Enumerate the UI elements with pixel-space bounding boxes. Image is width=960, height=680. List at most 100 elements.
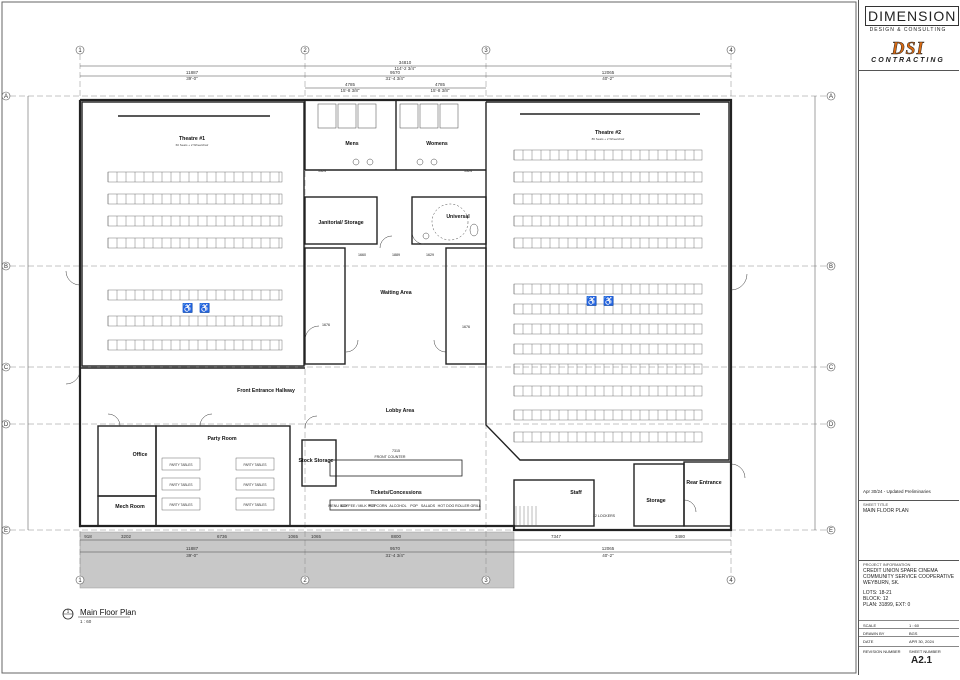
table <box>235 457 275 471</box>
concession-item: MENU BOX <box>328 504 348 508</box>
seat-row <box>107 289 283 301</box>
theatre2-capacity: 86 Seats + 2 Wheelchair <box>592 137 625 141</box>
exterior-hatch <box>79 531 515 589</box>
table <box>235 497 275 511</box>
room-label-rear-entrance: Rear Entrance <box>686 480 721 486</box>
washroom-fixtures <box>317 103 479 241</box>
grid-bubble-col-1-top <box>75 45 85 55</box>
door-swing <box>107 413 121 427</box>
party-table-label: PARTY TABLES <box>243 483 266 487</box>
date-value: APR 30, 2024 <box>909 639 934 644</box>
wheelchair-icon: ♿ <box>603 295 614 306</box>
grid-bubble-col-4-top <box>726 45 736 55</box>
concession-item: POP <box>410 504 418 508</box>
dim-bottom-3: 12065 <box>602 546 615 551</box>
toilet-stall <box>439 103 459 129</box>
concession-item: COFFEE / MILK POT <box>341 504 376 508</box>
seat-row <box>107 237 283 249</box>
wheelchair-icon: ♿ <box>182 302 193 313</box>
seat-row <box>107 215 283 227</box>
grid-bubble-col-2-top <box>300 45 310 55</box>
side-dim: 1524 <box>318 169 326 173</box>
project-info-line: PLAN: 31899, EXT: 0 <box>863 602 911 608</box>
concession-item: ROLLER GRILL <box>455 504 481 508</box>
seat-row <box>513 215 703 227</box>
table <box>161 497 201 511</box>
contractor-logo-subtext: CONTRACTING <box>871 57 945 64</box>
exterior-wall-outline <box>78 98 733 532</box>
grid-label-row-d-left: D <box>4 422 9 428</box>
dim-top-3: 12065 <box>602 70 615 75</box>
door-swing <box>65 369 81 385</box>
dim-bottom2-5: 1065 <box>311 534 322 539</box>
wall-rear-entrance <box>683 461 732 527</box>
room-label-stock: Stock Storage <box>299 458 334 464</box>
sheet-number: A2.1 <box>911 655 933 666</box>
project-info-label: PROJECT INFORMATION <box>863 562 911 567</box>
wall-mech <box>97 495 157 527</box>
grid-label-col-4-top: 4 <box>729 48 733 54</box>
seat-row <box>513 409 703 421</box>
firm-logo: DIMENSION DESIGN & CONSULTING <box>865 6 960 33</box>
room-label-party: Party Room <box>207 436 237 442</box>
grid-bubble-row-c-left <box>1 362 11 372</box>
side-dim: 1676 <box>322 323 330 327</box>
grid-bubble-row-a-left <box>1 91 11 101</box>
party-table-label: PARTY TABLES <box>243 503 266 507</box>
door-swing <box>199 413 213 427</box>
grid-label-row-a-right: A <box>829 94 833 100</box>
room-label-front-entrance: Front Entrance Hallway <box>237 388 295 394</box>
view-scale: 1 : 60 <box>80 619 92 624</box>
waiting-dim: 1660 <box>358 253 366 257</box>
project-info-line: LOTS: 18-21 <box>863 590 892 596</box>
sheet-number-label: SHEET NUMBER <box>909 649 941 654</box>
seat-row <box>107 171 283 183</box>
party-table-label: PARTY TABLES <box>243 463 266 467</box>
door-swing <box>411 231 425 245</box>
sink <box>422 232 430 240</box>
seat-row <box>107 339 283 351</box>
project-info-line: CREDIT UNION SPARE CINEMA <box>863 568 938 574</box>
table <box>161 477 201 491</box>
dim-mid-1: 4785 <box>345 82 356 87</box>
concession-item: HOT DOG <box>438 504 455 508</box>
scale-row: SCALE 1 : 60 <box>859 620 959 629</box>
firm-logo-subtext: DESIGN & CONSULTING <box>869 27 947 33</box>
grid-bubble-row-b-right <box>826 261 836 271</box>
drawn-row: DRAWN BY BGS <box>859 628 959 637</box>
seat-row <box>513 149 703 161</box>
view-title-text: Main Floor Plan <box>80 608 136 617</box>
door-swing <box>730 463 746 479</box>
side-dim: 1524 <box>464 169 472 173</box>
wall-waiting-right-core <box>445 247 487 365</box>
grid-label-col-3-top: 3 <box>484 48 488 54</box>
dim-top-2-imp: 31'-4 3/4" <box>386 76 405 81</box>
dim-top-1: 11887 <box>186 70 199 75</box>
dim-bottom-1-imp: 39'-0" <box>186 553 198 558</box>
dim-mid-2: 4785 <box>435 82 446 87</box>
dim-top-2: 9570 <box>390 70 401 75</box>
seating-theatre2 <box>513 149 703 443</box>
seat-row <box>513 237 703 249</box>
wall-janitorial <box>304 196 378 245</box>
party-table-label: PARTY TABLES <box>169 463 192 467</box>
grid-bubble-col-2-bottom <box>300 575 310 585</box>
dim-top-3-imp: 40'-2" <box>602 76 614 81</box>
divider <box>859 70 959 71</box>
grid-bubble-row-c-right <box>826 362 836 372</box>
waiting-dim: 1629 <box>426 253 434 257</box>
seat-row <box>107 315 283 327</box>
concession-item: POPCORN <box>369 504 388 508</box>
wall-waiting-left-core <box>304 247 346 365</box>
wall-theatre2 <box>485 101 730 461</box>
grid-bubble-row-d-left <box>1 419 11 429</box>
stair <box>515 506 537 526</box>
grid-label-row-e-left: E <box>4 528 8 534</box>
door-swing <box>683 499 697 513</box>
door-swing <box>345 339 359 353</box>
wall-staff <box>513 479 595 527</box>
grid-label-col-3-bottom: 3 <box>484 578 488 584</box>
party-table-label: PARTY TABLES <box>169 503 192 507</box>
dim-bottom2-2: 3202 <box>121 534 132 539</box>
contractor-logo: DSI CONTRACTING <box>865 38 951 64</box>
